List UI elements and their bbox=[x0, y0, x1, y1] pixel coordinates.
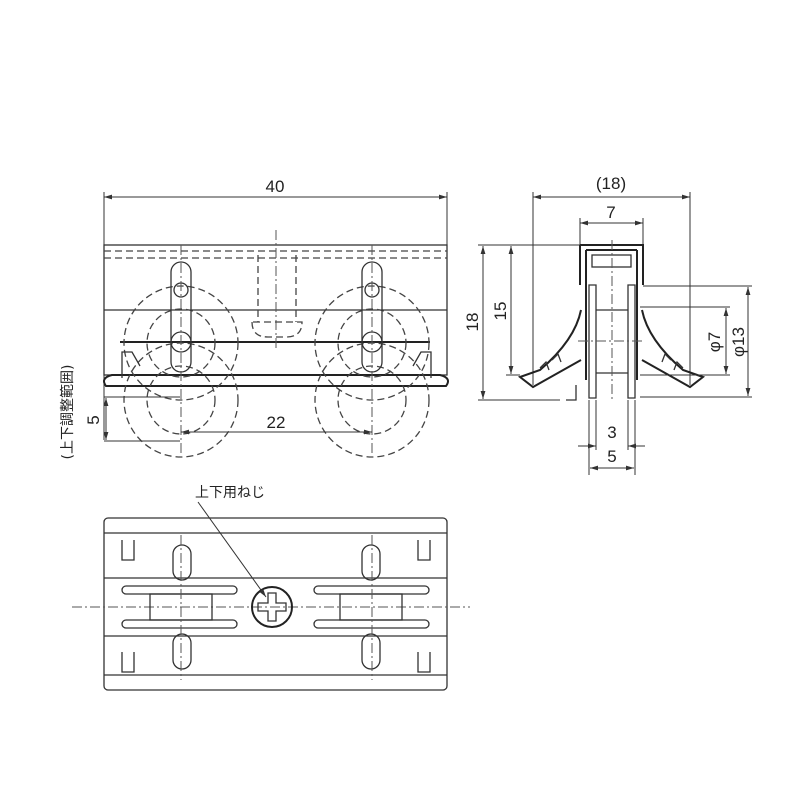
dim-overall-height-label: 18 bbox=[463, 313, 482, 332]
dim-wheel-width-label: 3 bbox=[607, 423, 616, 442]
adjust-screw bbox=[251, 586, 293, 628]
screw-label: 上下用ねじ bbox=[195, 485, 265, 501]
front-view: 40 bbox=[59, 177, 449, 460]
side-view: (18) 7 18 15 φ7 φ13 bbox=[463, 174, 752, 475]
dim-pitch-label: 22 bbox=[267, 413, 286, 432]
base-plate bbox=[103, 374, 449, 387]
dim-adjust-label: 5 bbox=[84, 415, 103, 424]
wheel-left bbox=[121, 245, 239, 458]
dim-width-label: 40 bbox=[266, 177, 285, 196]
dim-inner-dia-label: φ7 bbox=[705, 332, 724, 352]
dim-outer-dia-label: φ13 bbox=[729, 327, 748, 357]
dim-body-height-label: 15 bbox=[491, 302, 510, 321]
dim-overall-width-label: (18) bbox=[596, 174, 626, 193]
dim-top-width-label: 7 bbox=[606, 203, 615, 222]
dim-bracket-width-label: 5 bbox=[607, 447, 616, 466]
adjust-range-label: (上下調整範囲) bbox=[59, 365, 76, 460]
wheel-right bbox=[314, 245, 432, 458]
bottom-view: 上下用ねじ bbox=[72, 485, 470, 691]
